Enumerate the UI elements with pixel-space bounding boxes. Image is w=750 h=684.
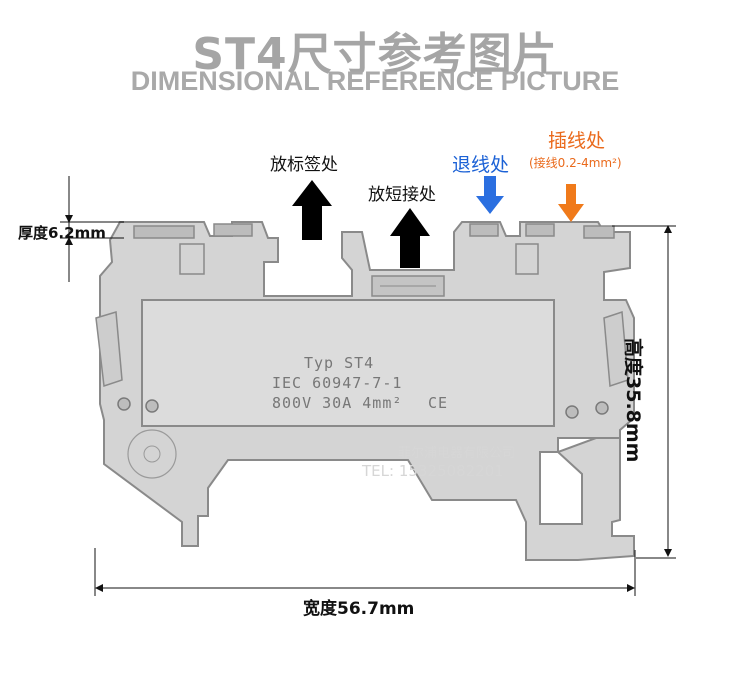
watermark-phone: TEL: 15325082201	[362, 462, 504, 480]
right-clamp	[603, 310, 629, 388]
left-clamp	[95, 311, 123, 388]
arrow-down-release-icon	[476, 176, 504, 214]
marking-line-2: IEC 60947-7-1	[272, 374, 403, 392]
page-title: ST4尺寸参考图片	[192, 29, 558, 80]
date-code-dial	[127, 429, 177, 479]
callout-label-position: 放标签处	[270, 155, 338, 175]
page-subtitle: DIMENSIONAL REFERENCE PICTURE	[130, 66, 620, 96]
arrow-down-insert-icon	[558, 184, 584, 222]
hole	[595, 401, 609, 415]
marking-line-1: Typ ST4	[304, 354, 375, 372]
watermark-company: 菲尔浦电器有限公司	[398, 446, 516, 461]
dim-width-label: 宽度56.7mm	[303, 599, 415, 619]
callout-insert-spec: (接线0.2-4mm²)	[529, 156, 622, 170]
callout-short-position: 放短接处	[368, 185, 436, 205]
ce-mark: CE	[428, 394, 449, 412]
arrow-up-short-icon	[390, 208, 430, 268]
dim-height-label: 高度35.8mm	[622, 338, 644, 463]
callout-insert-position: 插线处	[548, 130, 606, 152]
marking-line-3: 800V 30A 4mm²	[272, 394, 403, 412]
top-slot-mid	[213, 223, 253, 237]
arrow-up-label-icon	[292, 180, 332, 240]
hole	[565, 405, 579, 419]
hole	[117, 397, 131, 411]
top-slot-right-b	[525, 223, 555, 237]
top-slot-right-a	[469, 223, 499, 237]
top-slot-right-c	[583, 225, 615, 239]
top-slot-left	[133, 225, 195, 239]
marking-plate	[141, 299, 555, 427]
hole	[145, 399, 159, 413]
callout-release-position: 退线处	[452, 154, 510, 176]
dim-thickness-label: 厚度6.2mm	[18, 224, 106, 242]
